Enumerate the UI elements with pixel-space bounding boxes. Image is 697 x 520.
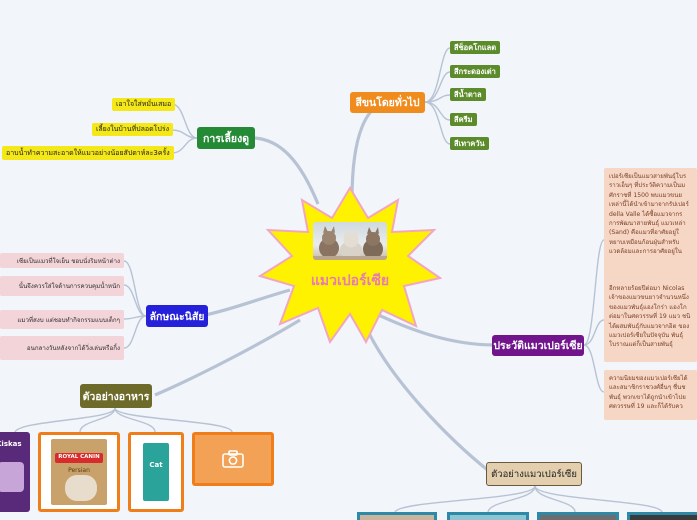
royal-canin-label: ROYAL CANIN — [51, 454, 107, 460]
central-title: แมวเปอร์เซีย — [258, 270, 442, 292]
history-note-breeding-text: อีกหลายร้อยปีต่อมา Nicolas เจ้าของแมวขนย… — [609, 284, 692, 350]
history-note-origin[interactable]: เปอร์เซียเป็นแมวสายพันธุ์โบร ราวเอ็นๆ ที… — [604, 168, 697, 284]
branch-care[interactable]: การเลี้ยงดู — [197, 127, 255, 149]
link-examples — [365, 325, 490, 472]
leaf-trait-calm[interactable]: เซียเป็นแมวที่ใจเย็น ชอบนั่งริมหน้าต่าง — [0, 253, 124, 268]
example-photo-2[interactable] — [447, 512, 529, 520]
history-note-breeding[interactable]: อีกหลายร้อยปีต่อมา Nicolas เจ้าของแมวขนย… — [604, 280, 697, 362]
star-shape — [258, 186, 442, 344]
central-topic[interactable]: แมวเปอร์เซีย — [258, 186, 442, 344]
example-photo-3[interactable] — [537, 512, 619, 520]
kittens-photo — [313, 222, 387, 260]
teal-bag-label: Cat — [139, 461, 173, 469]
history-note-origin-text: เปอร์เซียเป็นแมวสายพันธุ์โบร ราวเอ็นๆ ที… — [609, 172, 692, 257]
kiskas-label: Kiskas — [0, 440, 22, 448]
food-item-placeholder[interactable] — [192, 432, 274, 486]
history-note-popularity-text: ความนิยมของแมวเปอร์เซียได้ และสมาชิกราชว… — [609, 374, 692, 412]
leaf-color-smoke[interactable]: สีเทาควัน — [450, 137, 489, 150]
branch-food[interactable]: ตัวอย่างอาหาร — [80, 384, 152, 408]
kiskas-cat-image — [0, 462, 24, 492]
example-photo-4[interactable] — [627, 512, 697, 520]
teal-bag-image — [143, 443, 169, 501]
royal-canin-cat-image — [65, 475, 97, 501]
food-item-teal-bag[interactable]: Cat — [128, 432, 184, 512]
branch-examples[interactable]: ตัวอย่างแมวเปอร์เซีย — [486, 462, 582, 486]
history-note-popularity[interactable]: ความนิยมของแมวเปอร์เซียได้ และสมาชิกราชว… — [604, 370, 697, 420]
leaf-color-tortoiseshell[interactable]: สีกระดองเต่า — [450, 65, 500, 78]
royal-canin-sublabel: Persian — [51, 467, 107, 474]
camera-icon — [222, 450, 244, 468]
example-photo-1[interactable] — [357, 512, 437, 520]
leaf-trait-nap[interactable]: อนกลางวันหลังจากได้วิ่งเล่นหรือกิ้ง — [0, 336, 124, 360]
leaf-color-brown[interactable]: สีน้ำตาล — [450, 88, 486, 101]
food-item-royal-canin[interactable]: ROYAL CANIN Persian — [38, 432, 120, 512]
leaf-care-attention[interactable]: เอาใจใส่หมั่นเสมอ — [112, 98, 175, 111]
food-item-kiskas[interactable]: Kiskas — [0, 432, 30, 512]
branch-colors[interactable]: สีขนโดยทั่วไป — [350, 92, 425, 113]
leaf-color-chocolate[interactable]: สีช็อคโกแลต — [450, 41, 500, 54]
leaf-care-housing[interactable]: เลี้ยงในบ้านที่ปลอดโปร่ง — [92, 123, 173, 136]
branch-traits[interactable]: ลักษณะนิสัย — [146, 305, 208, 327]
leaf-color-cream[interactable]: สีครีม — [450, 113, 477, 126]
leaf-trait-weight[interactable]: นั้นจึงควรใส่ใจด้านการควบคุมน้ำหนัก — [0, 276, 124, 296]
branch-history[interactable]: ประวัติแมวเปอร์เซีย — [492, 335, 584, 356]
leaf-trait-playful[interactable]: แมวที่สงบ แต่ชอบทำกิจกรรมแบบเด็กๆ — [0, 310, 124, 329]
leaf-care-bathing[interactable]: อาบน้ำทำความสะอาดให้แมวอย่างน้อยสัปดาห์ล… — [2, 146, 174, 160]
